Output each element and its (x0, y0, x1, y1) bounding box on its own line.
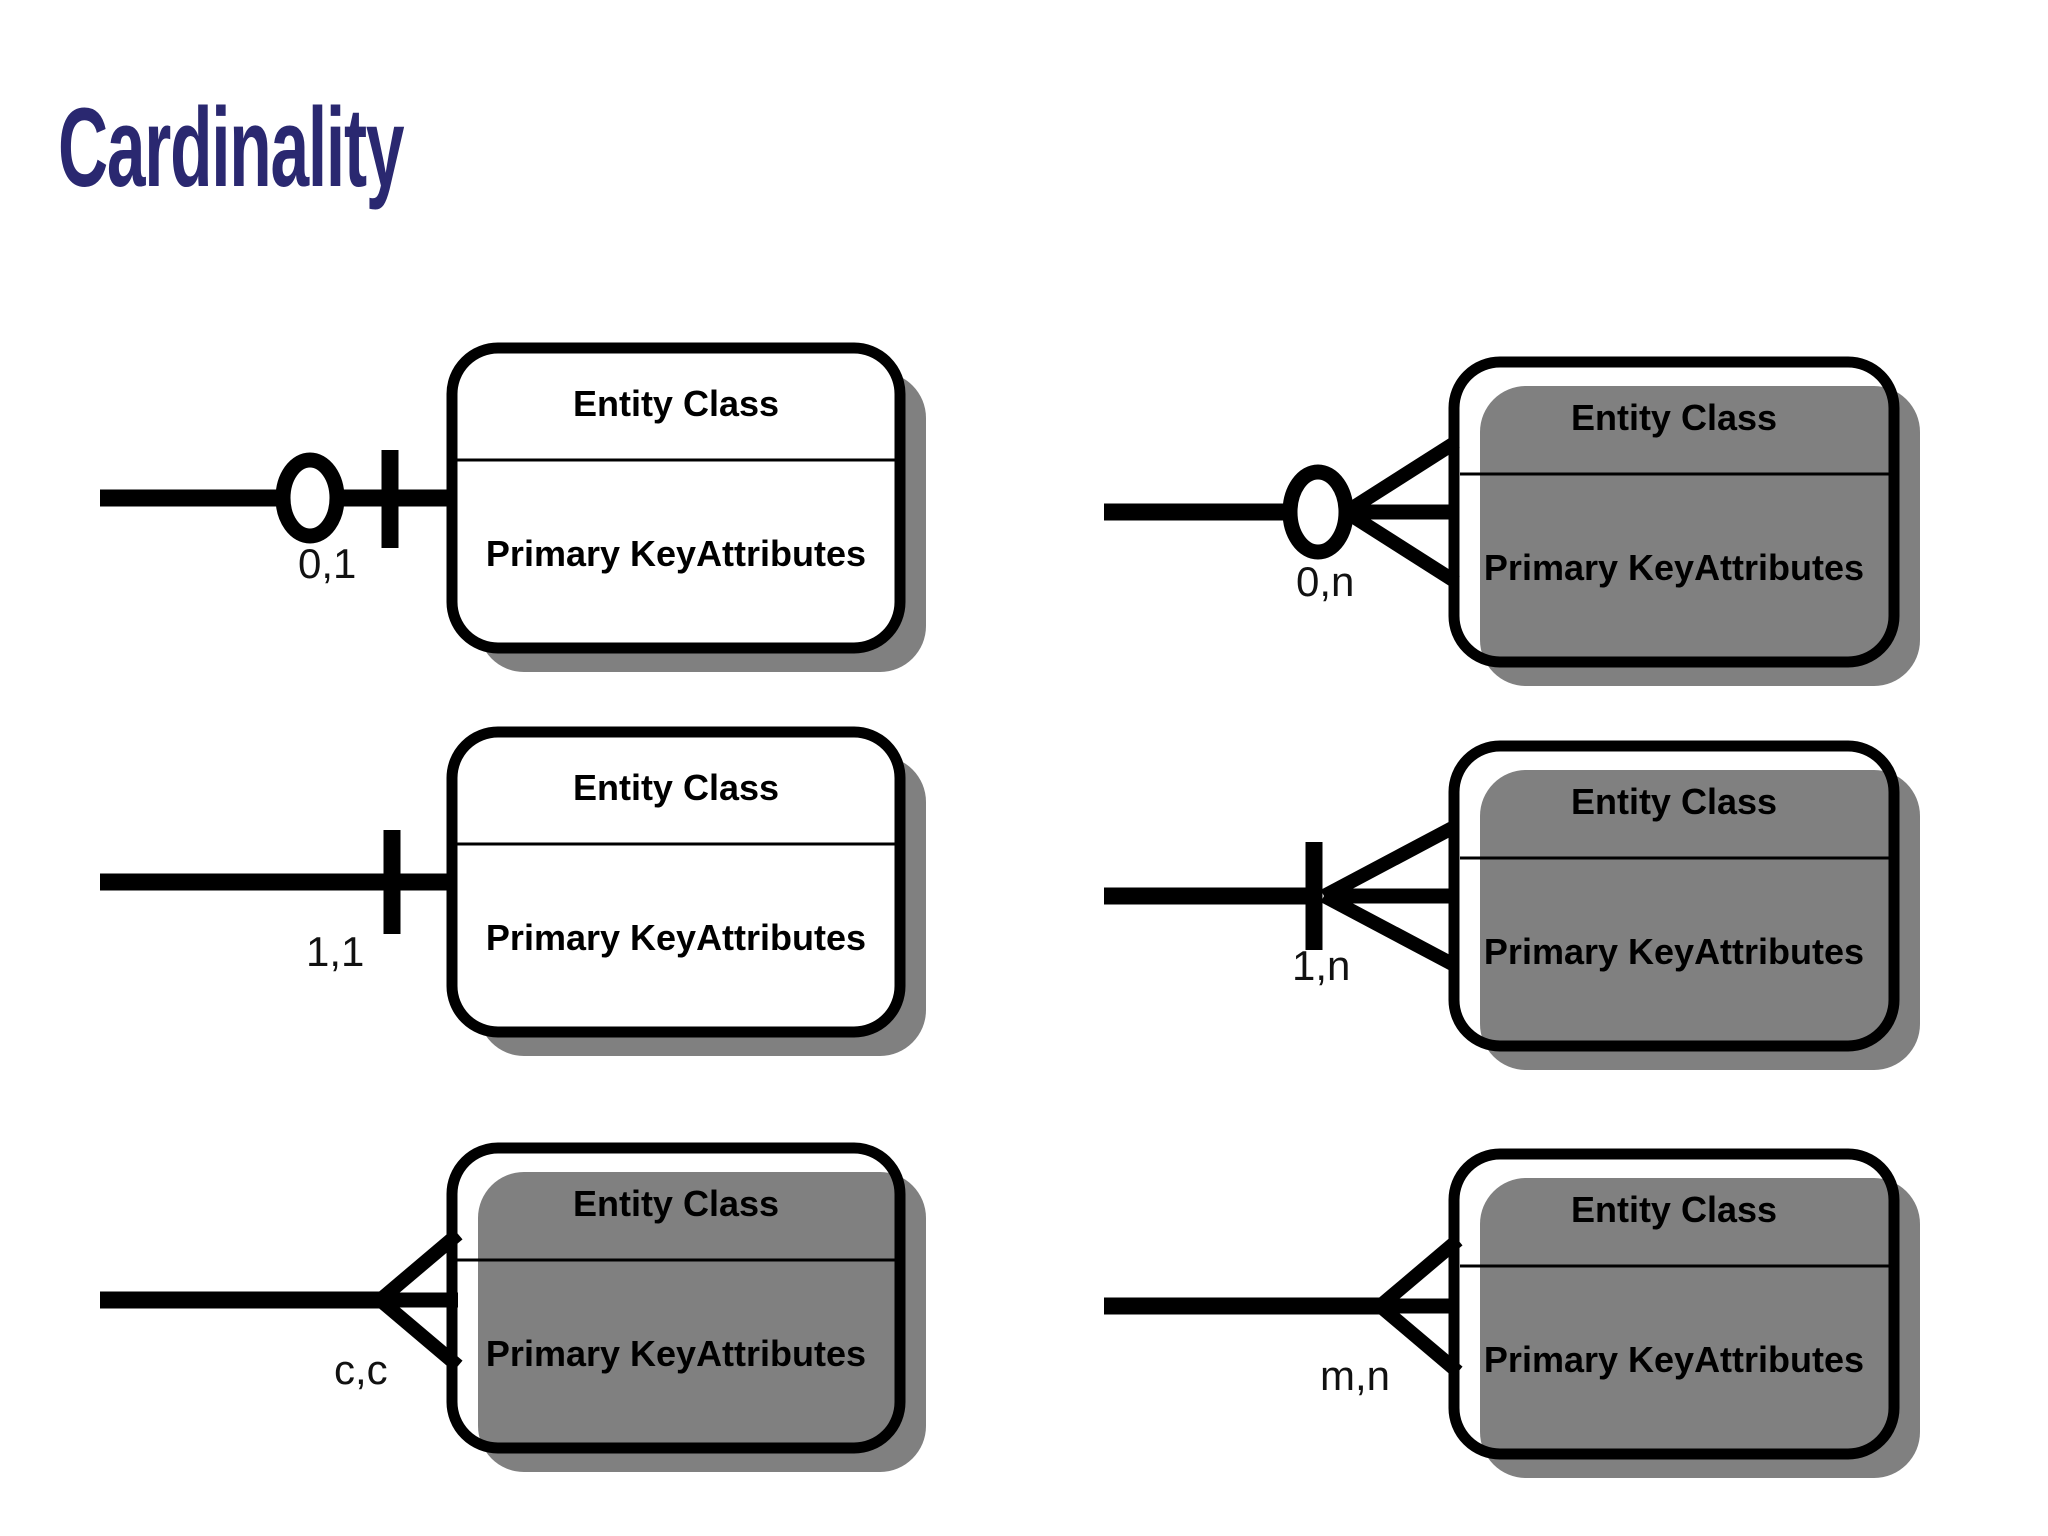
entity-class-header: Entity Class (572, 766, 780, 808)
optionality-circle-icon (1282, 464, 1354, 560)
entity-box-outline (446, 726, 906, 1038)
er-graphic-0-1 (100, 342, 926, 672)
attributes-line-1: Primary Key (1483, 546, 1695, 588)
attributes-line-1: Primary Key (485, 532, 697, 574)
attributes-line-2: Attributes (696, 1332, 867, 1374)
attributes-line-2: Attributes (696, 916, 867, 958)
entity-attributes: Primary Key Attributes (1454, 1266, 1894, 1454)
entity-box-text: Entity Class Primary Key Attributes (1454, 746, 1894, 1046)
entity-attributes: Primary Key Attributes (1454, 474, 1894, 662)
crowsfoot-icon (1375, 1234, 1463, 1378)
cardinality-label: 1,n (1292, 942, 1351, 989)
entity-class-header: Entity Class (1570, 396, 1778, 438)
crowsfoot-icon (1342, 436, 1460, 588)
entity-attributes: Primary Key Attributes (1454, 858, 1894, 1046)
er-graphic-0-n (1104, 356, 1920, 686)
entity-box-outline (1448, 740, 1900, 1052)
entity-box-text: Entity Class Primary Key Attributes (1454, 362, 1894, 662)
er-cell-c-c: Entity Class Primary Key Attributes c,c (0, 1124, 1024, 1536)
er-graphic-1-1 (100, 726, 926, 1056)
crowsfoot-icon (1320, 819, 1460, 973)
entity-box-outline (446, 342, 906, 654)
entity-box-text: Entity Class Primary Key Attributes (452, 348, 900, 648)
er-cell-0-n: Entity Class Primary Key Attributes 0,n (1024, 300, 2048, 712)
entity-box-outline (1448, 356, 1900, 668)
entity-attributes: Primary Key Attributes (452, 1260, 900, 1448)
er-graphic-m-n (1104, 1148, 1920, 1478)
cardinality-label: m,n (1320, 1352, 1391, 1399)
cardinality-label: c,c (334, 1346, 388, 1393)
er-cell-m-n: Entity Class Primary Key Attributes m,n (1024, 1124, 2048, 1536)
cardinality-label: 0,1 (298, 540, 357, 587)
entity-box-outline (446, 1142, 906, 1454)
attributes-line-2: Attributes (1694, 546, 1865, 588)
entity-box-shadow (1480, 1178, 1920, 1478)
entity-box-text: Entity Class Primary Key Attributes (452, 732, 900, 1032)
attributes-line-1: Primary Key (485, 916, 697, 958)
optionality-circle-icon (275, 452, 345, 544)
cardinality-diagram-grid: Entity Class Primary Key Attributes 0,1 (0, 300, 2048, 1536)
entity-box-shadow (1480, 386, 1920, 686)
er-cell-1-1: Entity Class Primary Key Attributes 1,1 (0, 712, 1024, 1124)
attributes-line-2: Attributes (1694, 930, 1865, 972)
attributes-line-1: Primary Key (1483, 930, 1695, 972)
entity-box-text: Entity Class Primary Key Attributes (1454, 1154, 1894, 1454)
entity-box-text: Entity Class Primary Key Attributes (452, 1148, 900, 1448)
entity-attributes: Primary Key Attributes (452, 844, 900, 1032)
cardinality-label: 0,n (1296, 558, 1355, 605)
entity-box-shadow (1480, 770, 1920, 1070)
entity-class-header: Entity Class (1570, 1188, 1778, 1230)
crowsfoot-icon (375, 1228, 463, 1372)
page-title: Cardinality (58, 85, 404, 210)
er-cell-1-n: Entity Class Primary Key Attributes 1,n (1024, 712, 2048, 1124)
er-cell-0-1: Entity Class Primary Key Attributes 0,1 (0, 300, 1024, 712)
attributes-line-2: Attributes (696, 532, 867, 574)
entity-class-header: Entity Class (572, 382, 780, 424)
attributes-line-1: Primary Key (485, 1332, 697, 1374)
cardinality-label: 1,1 (306, 928, 365, 975)
entity-class-header: Entity Class (1570, 780, 1778, 822)
entity-box-outline (1448, 1148, 1900, 1460)
entity-class-header: Entity Class (572, 1182, 780, 1224)
entity-attributes: Primary Key Attributes (452, 460, 900, 648)
er-graphic-c-c (100, 1142, 926, 1472)
attributes-line-2: Attributes (1694, 1338, 1865, 1380)
attributes-line-1: Primary Key (1483, 1338, 1695, 1380)
entity-box-shadow (478, 1172, 926, 1472)
er-graphic-1-n (1104, 740, 1920, 1070)
